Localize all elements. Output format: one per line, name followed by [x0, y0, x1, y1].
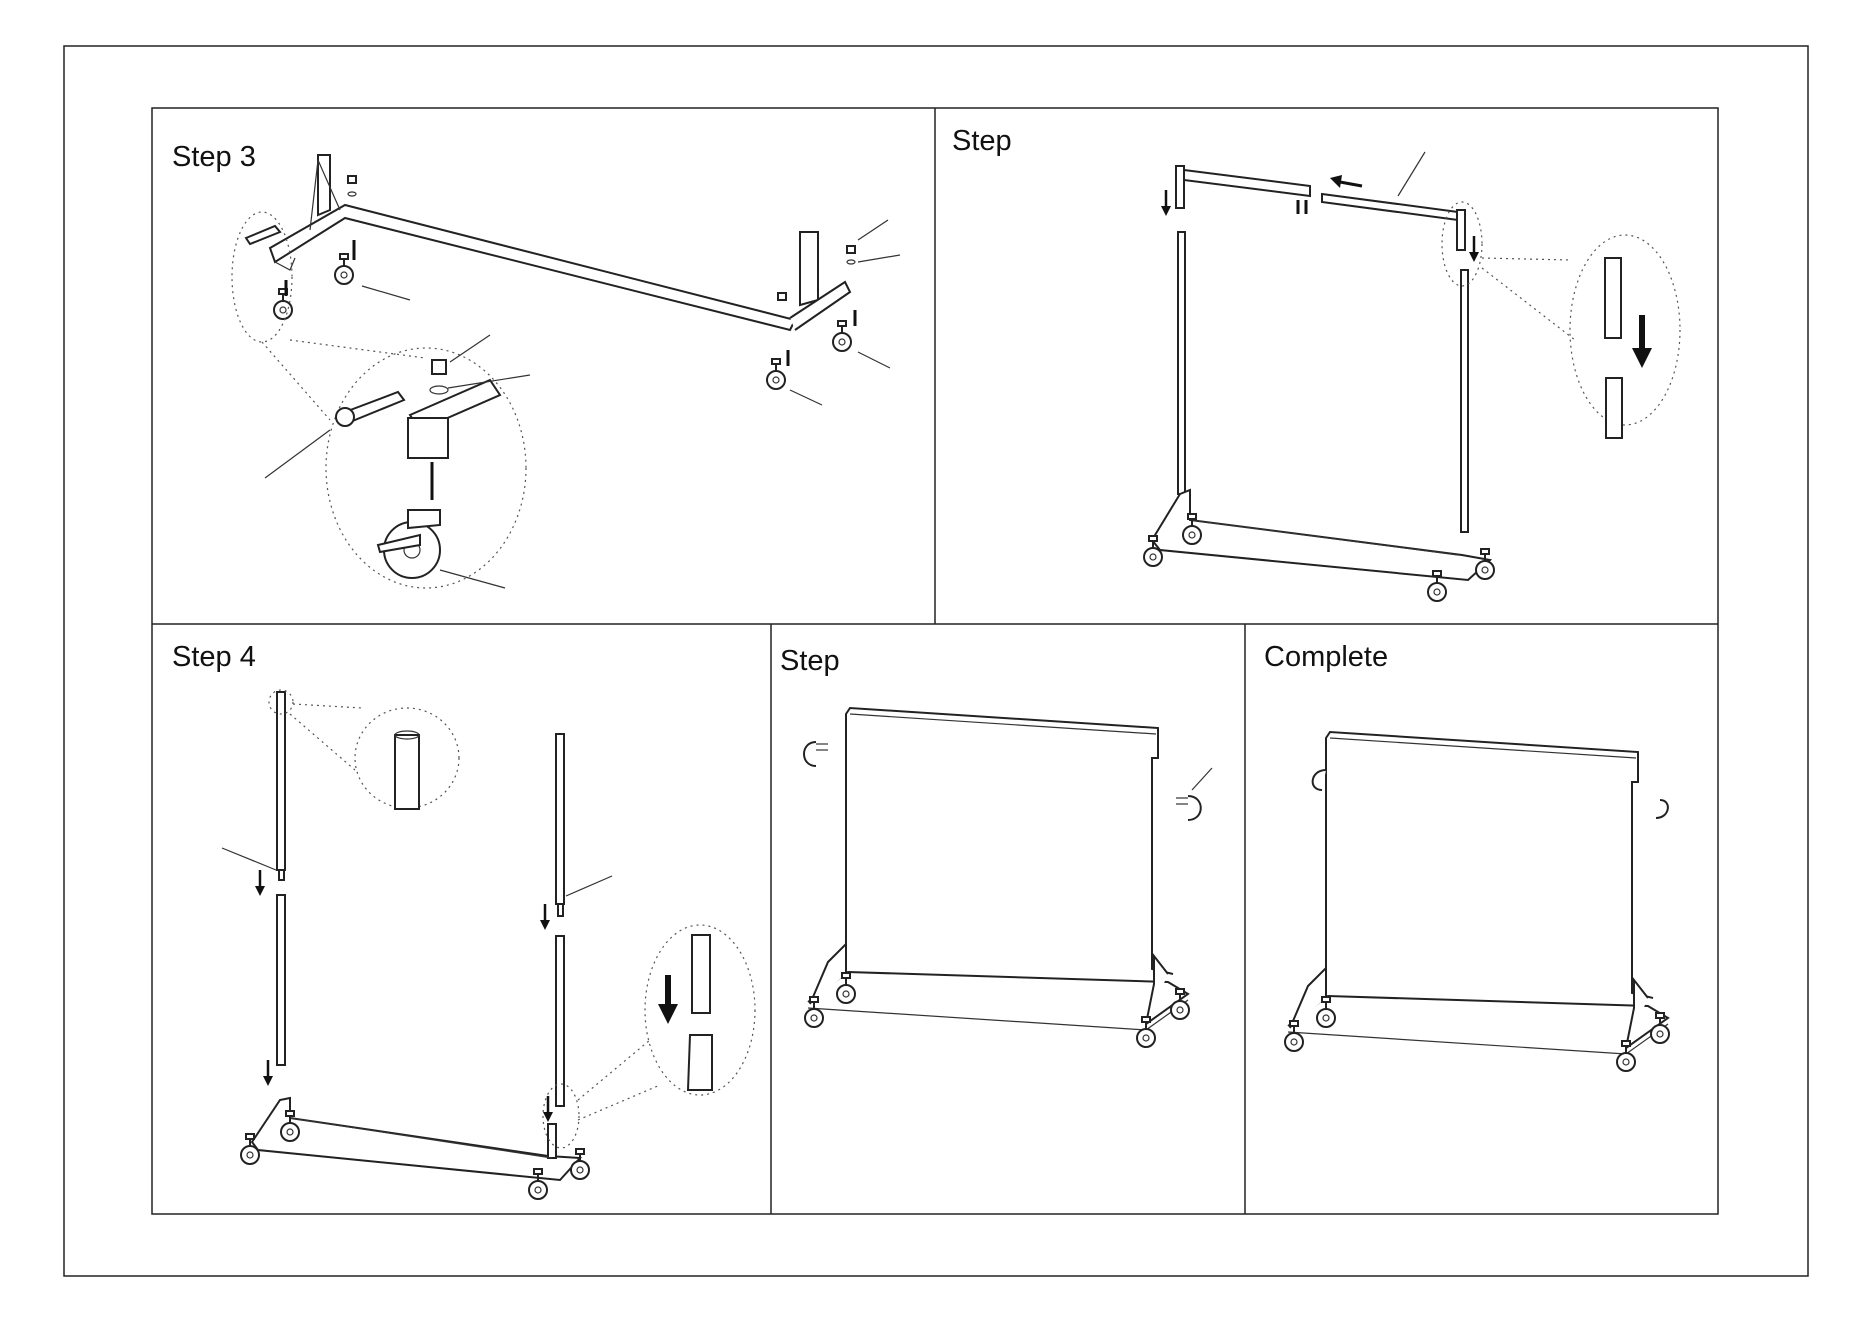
panel-title: Complete: [1264, 641, 1388, 673]
down-arrow-icon: [1469, 236, 1479, 262]
left-arrow-icon: [1330, 175, 1362, 188]
wrench-icon: [246, 226, 280, 244]
hook-icon: [804, 742, 828, 766]
panel-title: Step 4: [172, 641, 256, 673]
down-arrow-icon: [543, 1096, 553, 1122]
detail-magnified: [1570, 235, 1680, 438]
down-arrow-icon: [658, 975, 678, 1024]
detail-magnified: [355, 708, 459, 809]
down-arrow-icon: [1632, 315, 1652, 368]
panel-title: Step 3: [172, 141, 256, 173]
hook-icon: [1176, 768, 1212, 820]
rack-frame: [1144, 232, 1494, 601]
panel-step-3: Step 3: [172, 141, 900, 588]
detail-magnified: [326, 348, 526, 588]
caster-wheel-icon: [335, 254, 353, 284]
caster-wheel-icon: [767, 359, 785, 389]
down-arrow-icon: [1161, 190, 1171, 216]
hook-icon: [1656, 800, 1668, 818]
panel-title: Step: [780, 645, 840, 677]
panel-step-top-rail: Step: [952, 125, 1680, 601]
caster-wheel-icon: [378, 510, 440, 578]
panel-title: Step: [952, 125, 1012, 157]
panel-complete: Complete: [1264, 641, 1669, 1071]
panel-step-4: Step 4: [172, 641, 755, 1199]
panel-step-hooks: Step: [780, 645, 1212, 1047]
down-arrow-icon: [540, 904, 550, 930]
upright-right: [556, 734, 612, 1106]
caster-wheel-icon: [274, 289, 292, 319]
detail-magnified: [645, 925, 755, 1095]
hook-icon: [1313, 770, 1326, 790]
down-arrow-icon: [263, 1060, 273, 1086]
down-arrow-icon: [255, 870, 265, 896]
base-frame: [241, 1098, 589, 1199]
rail-left-part: [1176, 166, 1310, 214]
caster-wheel-icon: [833, 321, 851, 351]
rack-frame: [805, 708, 1189, 1047]
rail-right-part: [1322, 152, 1465, 250]
upright-left: [222, 692, 285, 1065]
rack-frame: [1285, 732, 1669, 1071]
wrench-icon: [336, 392, 404, 426]
